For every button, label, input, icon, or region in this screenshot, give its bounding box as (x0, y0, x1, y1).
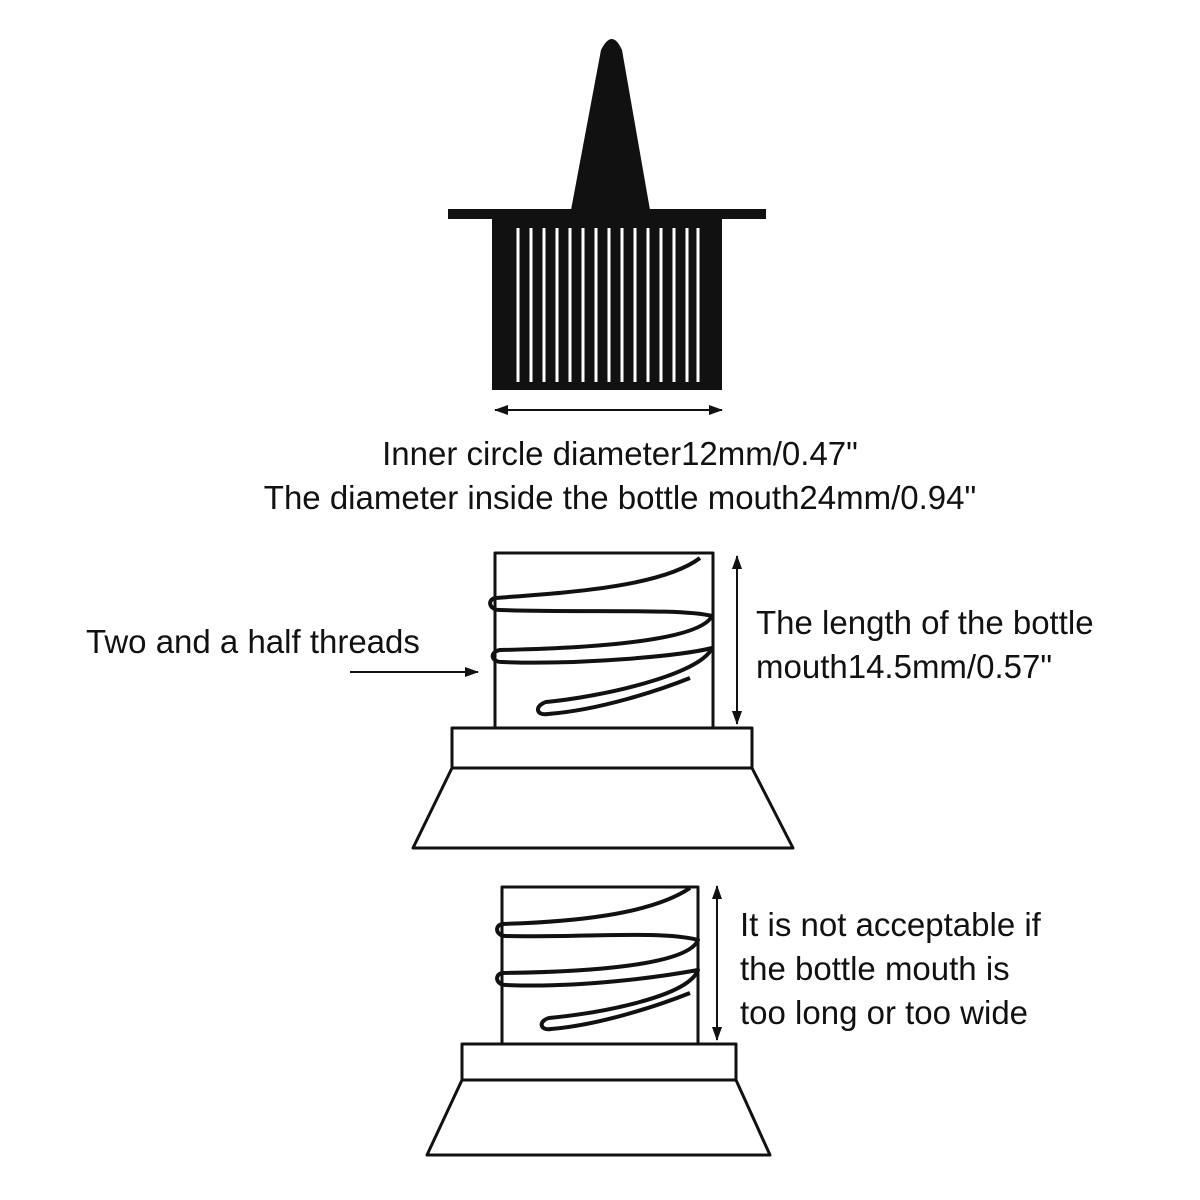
nozzle-flange (448, 209, 766, 219)
bottle-mouth-diameter-label: The diameter inside the bottle mouth24mm… (263, 479, 977, 516)
bottle-body (411, 767, 795, 850)
bottle-neck (493, 551, 715, 730)
bottle-shoulder (460, 1042, 738, 1082)
mouth-length-label-line1: The length of the bottle (756, 604, 1094, 641)
warning-note-line3: too long or too wide (740, 994, 1029, 1031)
mouth-length-label-line2: mouth14.5mm/0.57" (756, 648, 1053, 685)
bottle-thread (488, 556, 714, 717)
warning-note-line1: It is not acceptable if (740, 906, 1041, 943)
nozzle-tip (571, 39, 650, 210)
bottle-example-drawing (350, 551, 795, 850)
threads-label: Two and a half threads (86, 623, 420, 660)
warning-note-line2: the bottle mouth is (740, 950, 1010, 987)
bottle-thread (495, 886, 700, 1032)
nozzle-ribs (516, 228, 700, 382)
bottle-body (425, 1079, 772, 1157)
nozzle-drawing (448, 39, 766, 415)
bottle-warning-drawing (425, 885, 772, 1157)
bottle-shoulder (450, 726, 754, 770)
inner-diameter-label: Inner circle diameter12mm/0.47" (382, 435, 858, 472)
